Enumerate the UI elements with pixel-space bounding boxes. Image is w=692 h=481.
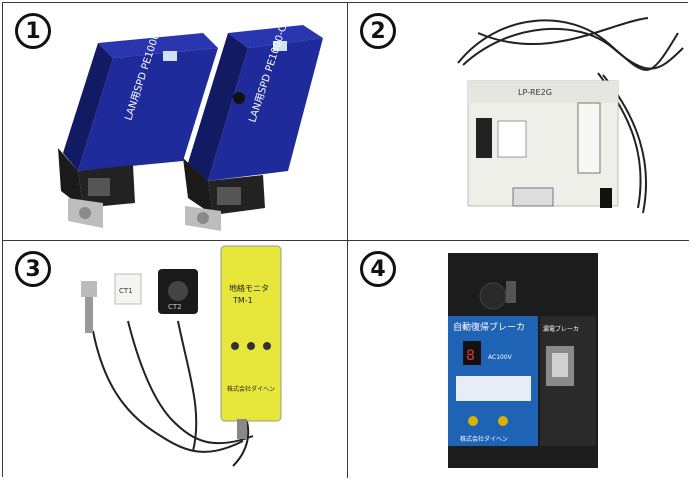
earth-leakage-breaker: 漏電ブレーカ	[540, 316, 596, 446]
panel-number-1: 1	[15, 13, 51, 49]
ct-sensor-2: CT2	[158, 269, 198, 314]
panel-2-lp-re2g: 2 LP-RE2G	[348, 3, 689, 241]
spd-device-a: LAN用SPD PE1000N	[58, 25, 218, 228]
ct2-label: CT2	[168, 303, 182, 311]
tm1-model: TM-1	[232, 296, 253, 305]
breaker-maker: 株式会社ダイヘン	[460, 435, 508, 443]
lp-re2g-model: LP-RE2G	[518, 88, 552, 97]
breaker-blue-panel: 自動復帰ブレーカ 8 AC100V 株式会社ダイヘン	[448, 316, 538, 446]
panel-number-3: 3	[15, 251, 51, 287]
lp-re2g-unit: LP-RE2G	[467, 80, 619, 208]
breaker-side-label: 漏電ブレーカ	[543, 325, 579, 333]
tm1-maker: 株式会社ダイヘン	[227, 385, 275, 393]
breaker-display-digit: 8	[466, 348, 475, 364]
panel-number-2: 2	[360, 13, 396, 49]
spd-device-b: LAN用SPD PE1000-C	[183, 24, 323, 231]
bolt-sensor	[81, 281, 97, 333]
panel-1-lan-spd: 1 LAN用SPD PE1000N	[3, 3, 348, 241]
tm1-title: 地絡モニタ	[229, 283, 269, 293]
panel-3-tm1-monitor: 3 CT1 CT2 地絡モニタ	[3, 241, 348, 478]
lp-re2g-photo: LP-RE2G	[457, 17, 684, 214]
auto-breaker-photo: 自動復帰ブレーカ 8 AC100V 株式会社ダイヘン 漏電ブレーカ	[448, 253, 598, 468]
tm1-monitor-unit: 地絡モニタ TM-1 株式会社ダイヘン	[220, 245, 282, 439]
lan-spd-photo: LAN用SPD PE1000N LAN用SPD PE1000-C	[58, 24, 323, 231]
tm1-photo: CT1 CT2 地絡モニタ TM-1 株式会社ダイヘン	[81, 245, 282, 467]
ct-sensor-1: CT1	[114, 273, 142, 305]
panel-4-auto-breaker: 4 自動復帰ブレーカ 8 AC100V 株式会社ダイヘン 漏電ブレーカ	[348, 241, 689, 478]
breaker-rating: AC100V	[488, 354, 513, 361]
breaker-title: 自動復帰ブレーカ	[453, 321, 525, 333]
panel-number-4: 4	[360, 251, 396, 287]
ct1-label: CT1	[119, 287, 133, 295]
